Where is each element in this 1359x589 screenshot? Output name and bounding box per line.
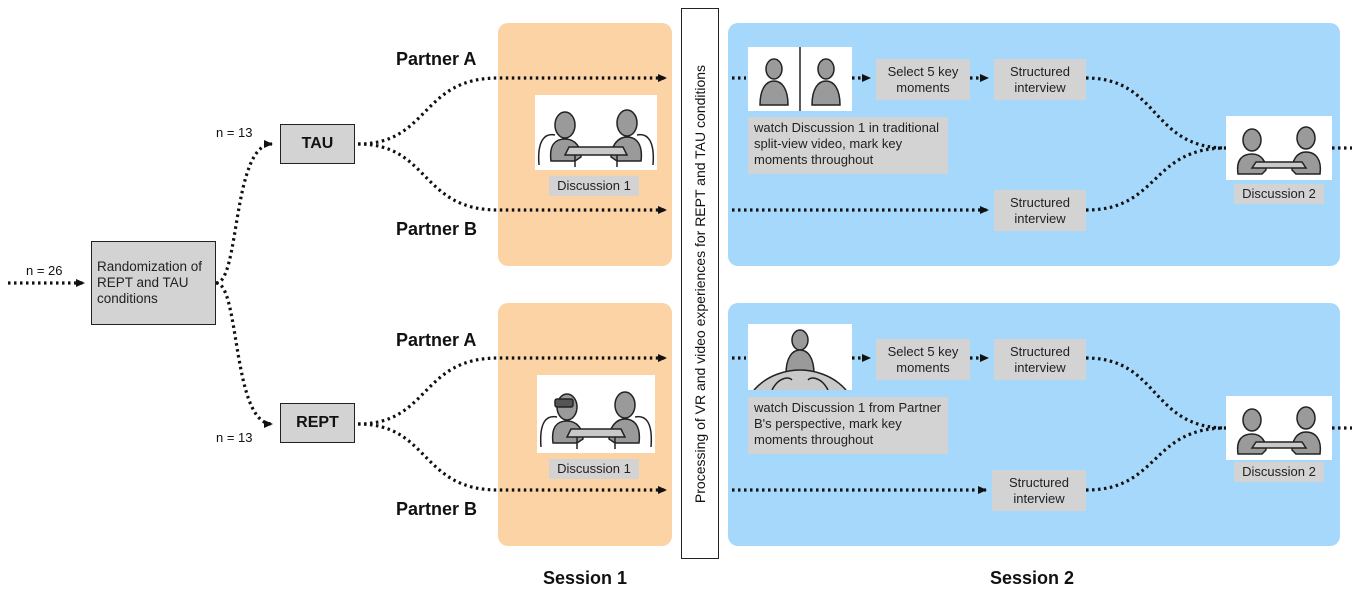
rept-partner-a-arrow (357, 354, 667, 426)
rept-discussion2-label: Discussion 2 (1234, 462, 1324, 482)
split-view-video-icon (748, 47, 852, 111)
tau-partner-a-arrow (357, 74, 667, 146)
processing-box: Processing of VR and video experiences f… (681, 8, 719, 559)
to-rept-arrow (215, 281, 273, 428)
rept-watch-box: watch Discussion 1 from Partner B's pers… (748, 397, 948, 454)
tau-partner-a-label: Partner A (396, 49, 477, 69)
rept-discussion1-label: Discussion 1 (549, 459, 639, 479)
randomization-box: Randomization of REPT and TAU conditions (91, 241, 216, 325)
vr-headset-dyad-icon (537, 375, 655, 453)
randomization-label: Randomization of REPT and TAU conditions (97, 259, 203, 306)
n-tau-label: n = 13 (216, 125, 253, 140)
rept-partner-a-label: Partner A (396, 330, 477, 350)
tau-select-box: Select 5 key moments (876, 59, 970, 100)
tau-partner-b-label: Partner B (396, 219, 478, 239)
n-total-label: n = 26 (26, 263, 63, 278)
rept-partner-b-arrow (357, 422, 667, 494)
n-rept-label: n = 13 (216, 430, 253, 445)
tau-label: TAU (301, 135, 334, 152)
rept-interview-b-box: Structured interview (992, 470, 1086, 511)
tau-partner-b-arrow (357, 142, 667, 214)
dyad-at-table-icon (1226, 396, 1332, 460)
session1-label: Session 1 (542, 568, 628, 588)
tau-interview-a-box: Structured interview (994, 59, 1086, 100)
rept-partner-b-label: Partner B (396, 499, 478, 519)
to-tau-arrow (215, 140, 273, 285)
tau-discussion2-label: Discussion 2 (1234, 184, 1324, 204)
tau-discussion1-label: Discussion 1 (549, 176, 639, 196)
rept-select-box: Select 5 key moments (876, 339, 970, 380)
session2-label: Session 2 (989, 568, 1075, 588)
dyad-at-table-icon (1226, 116, 1332, 180)
rept-label: REPT (296, 414, 339, 431)
tau-interview-b-box: Structured interview (994, 190, 1086, 231)
rept-interview-a-box: Structured interview (994, 339, 1086, 380)
first-person-view-icon (748, 324, 852, 391)
dyad-at-table-icon (535, 95, 657, 170)
rept-condition-box: REPT (280, 403, 355, 443)
tau-watch-box: watch Discussion 1 in traditional split-… (748, 117, 948, 174)
tau-condition-box: TAU (280, 124, 355, 164)
